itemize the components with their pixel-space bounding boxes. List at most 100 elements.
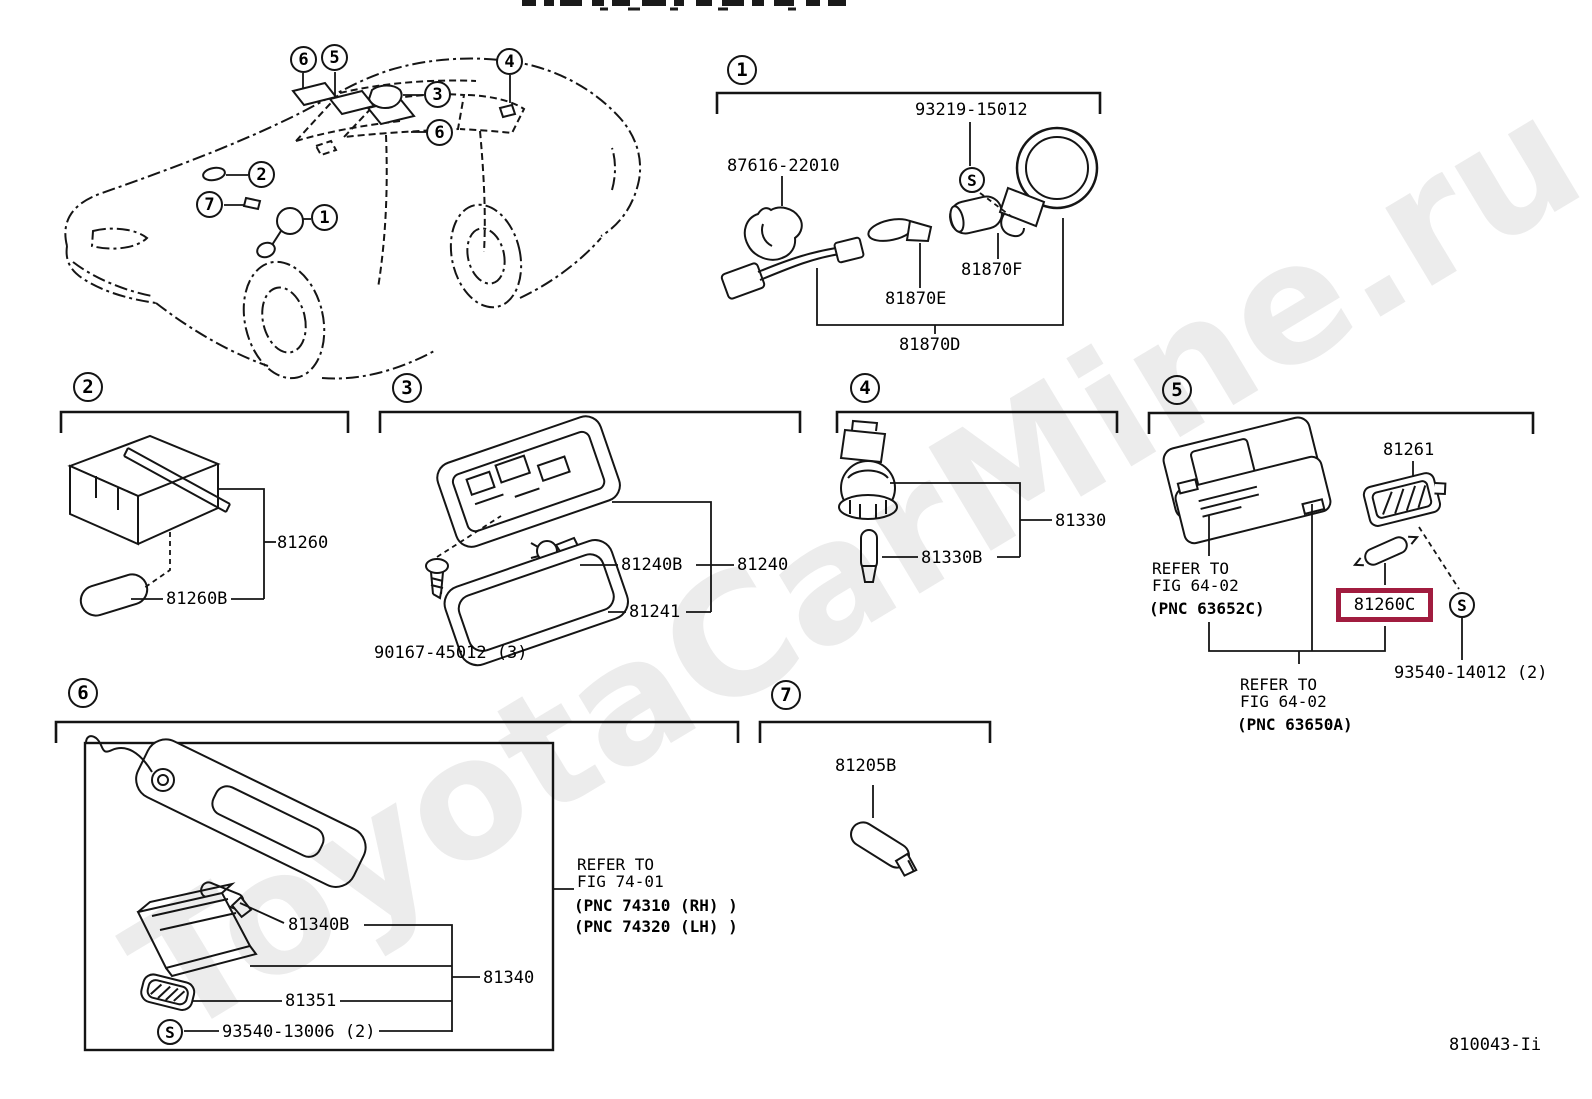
festoon-bulb-81260C-sketch — [1352, 535, 1420, 567]
section-7-parts — [850, 821, 918, 877]
part-label-93540-14012[interactable]: 93540-14012 (2) — [1394, 663, 1548, 683]
part-label-81351[interactable]: 81351 — [285, 991, 337, 1011]
car-callout-6b: 6 — [426, 119, 453, 146]
refer-fig74-line1: REFER TO — [577, 855, 655, 874]
part-label-81340[interactable]: 81340 — [483, 968, 535, 988]
part-label-81260B[interactable]: 81260B — [166, 589, 228, 609]
section-6-callout: 6 — [68, 678, 98, 708]
refer-fig64-bottom-pnc: (PNC 63650A) — [1237, 715, 1353, 734]
refer-fig64-left-line2: FIG 64-02 — [1152, 576, 1239, 595]
housing-81340-sketch — [136, 882, 258, 978]
car-callout-leaders — [224, 72, 511, 220]
refer-fig64-left-line1: REFER TO — [1152, 559, 1230, 578]
car-callout-4-label: 4 — [504, 51, 515, 72]
car-callout-2: 2 — [248, 161, 275, 188]
lens-81261-sketch — [1362, 472, 1447, 527]
part-label-81870F[interactable]: 81870F — [961, 260, 1023, 280]
section-2-number: 2 — [82, 376, 94, 398]
section-5-lines — [1208, 461, 1463, 664]
refer-fig64-left-pnc: (PNC 63652C) — [1149, 599, 1265, 618]
standard-part-icon: S — [959, 167, 985, 193]
refer-fig64-bottom-line2: FIG 64-02 — [1240, 692, 1327, 711]
part-label-81330[interactable]: 81330 — [1055, 511, 1107, 531]
bulb-81330B-sketch — [860, 529, 878, 583]
car-callout-7: 7 — [196, 191, 223, 218]
s-symbol: S — [165, 1022, 175, 1042]
car-callout-3-label: 3 — [432, 84, 443, 105]
car-callout-1-label: 1 — [319, 207, 330, 228]
section-2-lines — [131, 488, 276, 600]
car-callout-7-label: 7 — [204, 194, 215, 215]
lens-81351-sketch — [140, 973, 196, 1011]
part-label-81205B[interactable]: 81205B — [835, 756, 897, 776]
part-label-81260C[interactable]: 81260C — [1353, 595, 1416, 615]
car-callout-3: 3 — [424, 81, 451, 108]
section-4-parts — [838, 419, 898, 583]
socket-81330-sketch — [838, 419, 898, 520]
part-label-87616-22010[interactable]: 87616-22010 — [727, 156, 840, 176]
section-3-parts — [425, 415, 629, 667]
socket-ring-sketch — [998, 126, 1099, 238]
part-label-93540-13006[interactable]: 93540-13006 (2) — [222, 1022, 376, 1042]
car-callout-4: 4 — [496, 48, 523, 75]
part-label-81330B[interactable]: 81330B — [921, 548, 983, 568]
section-3-number: 3 — [401, 377, 413, 399]
section-5-number: 5 — [1171, 379, 1183, 401]
section-6-parts — [85, 735, 367, 1011]
part-label-81870E[interactable]: 81870E — [885, 289, 947, 309]
section-1-lines — [781, 122, 1064, 334]
cropped-top-text — [522, 0, 846, 11]
visor-sketch — [135, 738, 367, 888]
section-7-number: 7 — [780, 684, 792, 706]
section-3-callout: 3 — [392, 373, 422, 403]
lens-81241-sketch — [443, 539, 629, 667]
roof-items — [202, 81, 517, 259]
section-1-parts — [720, 126, 1099, 300]
refer-fig74-line2: FIG 74-01 — [577, 872, 664, 891]
part-label-93219-15012[interactable]: 93219-15012 — [915, 100, 1028, 120]
clip-sketch — [743, 206, 803, 261]
s-symbol: S — [967, 170, 977, 190]
part-label-81340B[interactable]: 81340B — [288, 915, 350, 935]
part-label-90167-45012[interactable]: 90167-45012 (3) — [374, 643, 528, 663]
car-callout-5: 5 — [321, 44, 348, 71]
part-label-81240B[interactable]: 81240B — [621, 555, 683, 575]
refer-fig74-pnc-rh: (PNC 74310 (RH) ) — [574, 896, 738, 915]
section-1-callout: 1 — [727, 55, 757, 85]
refer-fig74-pnc-lh: (PNC 74320 (LH) ) — [574, 917, 738, 936]
car-callout-6a: 6 — [290, 46, 317, 73]
section-4-number: 4 — [859, 377, 871, 399]
diagram-code: 810043-Ii — [1449, 1035, 1542, 1055]
car-callout-6b-label: 6 — [434, 122, 445, 143]
section-5-parts — [1162, 416, 1447, 567]
highlighted-part-81260C[interactable]: 81260C — [1336, 588, 1433, 622]
car-callout-6a-label: 6 — [298, 49, 309, 70]
section-2-callout: 2 — [73, 372, 103, 402]
section-7-callout: 7 — [771, 680, 801, 710]
lamp-base-81240-sketch — [436, 415, 621, 548]
screw-sketch — [425, 558, 449, 600]
s-symbol: S — [1457, 595, 1467, 615]
section-2-parts — [67, 434, 231, 617]
section-6-number: 6 — [77, 682, 89, 704]
section-4-lines — [882, 482, 1052, 558]
section-6-lines — [184, 888, 574, 1032]
section-5-callout: 5 — [1162, 375, 1192, 405]
car-callout-2-label: 2 — [256, 164, 267, 185]
section-1-number: 1 — [736, 59, 748, 81]
part-label-81241[interactable]: 81241 — [629, 602, 681, 622]
part-label-81240[interactable]: 81240 — [737, 555, 789, 575]
car-illustration — [64, 57, 642, 380]
section-brackets — [54, 91, 1535, 1052]
section-4-callout: 4 — [850, 373, 880, 403]
part-label-81260[interactable]: 81260 — [277, 533, 329, 553]
standard-part-icon: S — [1449, 592, 1475, 618]
part-label-81261[interactable]: 81261 — [1383, 440, 1435, 460]
console-plate-sketch — [1174, 455, 1332, 545]
car-callout-1: 1 — [311, 204, 338, 231]
standard-part-icon: S — [157, 1019, 183, 1045]
bulb-81205B-sketch — [850, 821, 918, 877]
part-label-81870D[interactable]: 81870D — [899, 335, 961, 355]
